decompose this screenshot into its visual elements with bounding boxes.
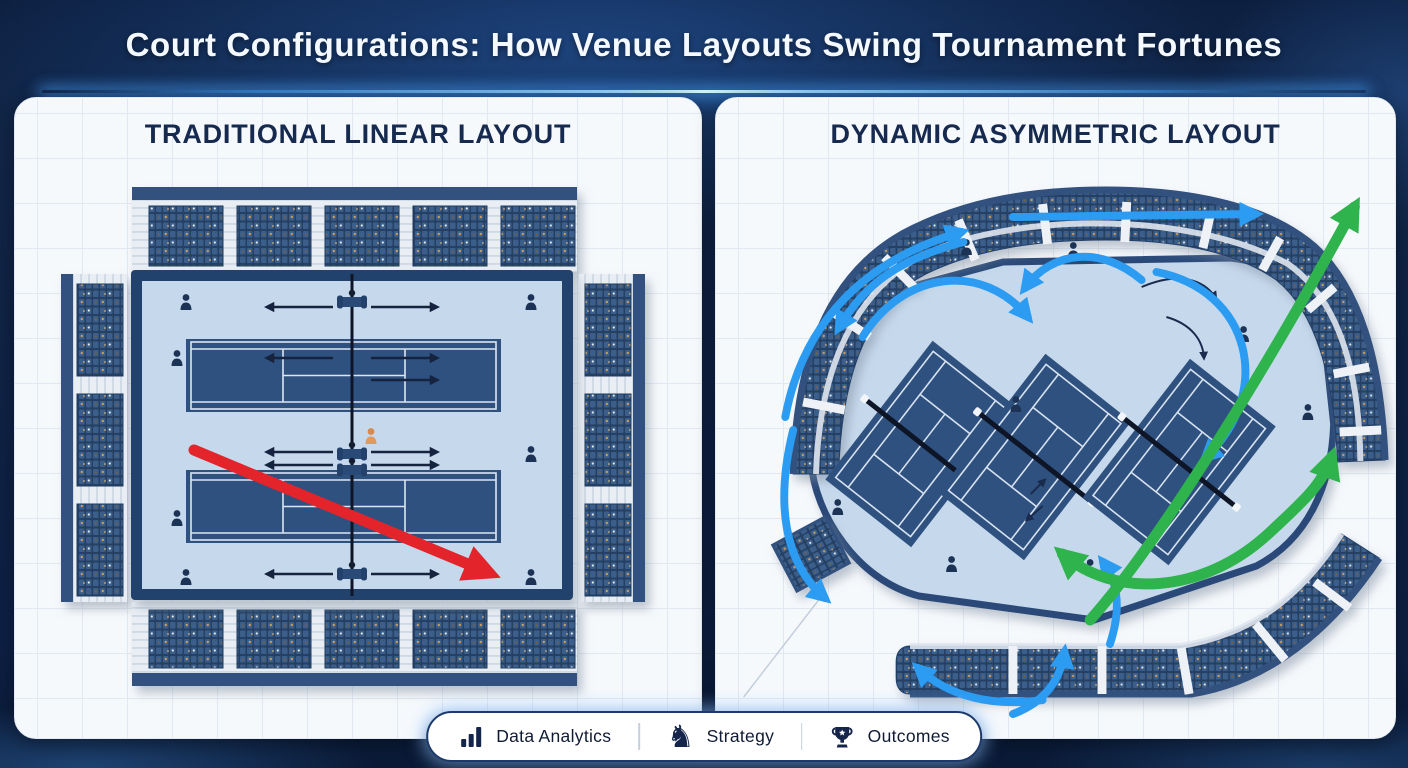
panel-title-traditional: TRADITIONAL LINEAR LAYOUT [144,119,572,149]
legend-label: Strategy [706,726,775,746]
right-stand [579,274,645,602]
green-growth-arrows [1053,196,1360,626]
header: Court Configurations: How Venue Layouts … [0,0,1408,90]
top-stand [132,187,577,272]
panel-traditional-layout: TRADITIONAL LINEAR LAYOUT [14,97,702,739]
court-1 [186,339,501,412]
legend-item-outcomes: Outcomes [830,724,950,750]
traditional-layout-diagram [61,187,645,686]
legend-divider [638,723,640,750]
page-title: Court Configurations: How Venue Layouts … [125,26,1283,63]
spectator-stands [61,187,645,686]
linear-movement-arrows [263,301,441,580]
panel-title-dynamic: DYNAMIC ASYMMETRIC LAYOUT [830,119,1281,149]
trophy-icon [832,726,854,747]
legend-label: Outcomes [867,726,950,746]
blue-flow-arrows [780,201,1265,718]
bar-chart-icon [461,726,482,747]
bottom-stand [132,602,577,686]
dynamic-layout-diagram [743,186,1389,718]
legend-bar: Data Analytics ♞ Strategy Outcomes [426,711,982,762]
perspective-lines [743,591,826,698]
chess-knight-icon: ♞ [666,718,695,755]
legend-item-data-analytics: Data Analytics [458,724,611,750]
red-bottleneck-arrow [188,444,501,581]
left-stand [61,274,127,602]
bottom-curved-stand [895,532,1383,698]
legend-divider [801,723,803,750]
header-glow-divider [0,88,1408,96]
legend-item-strategy: ♞ Strategy [666,718,775,755]
panel-dynamic-layout: DYNAMIC ASYMMETRIC LAYOUT [715,97,1396,739]
legend-label: Data Analytics [496,726,612,746]
